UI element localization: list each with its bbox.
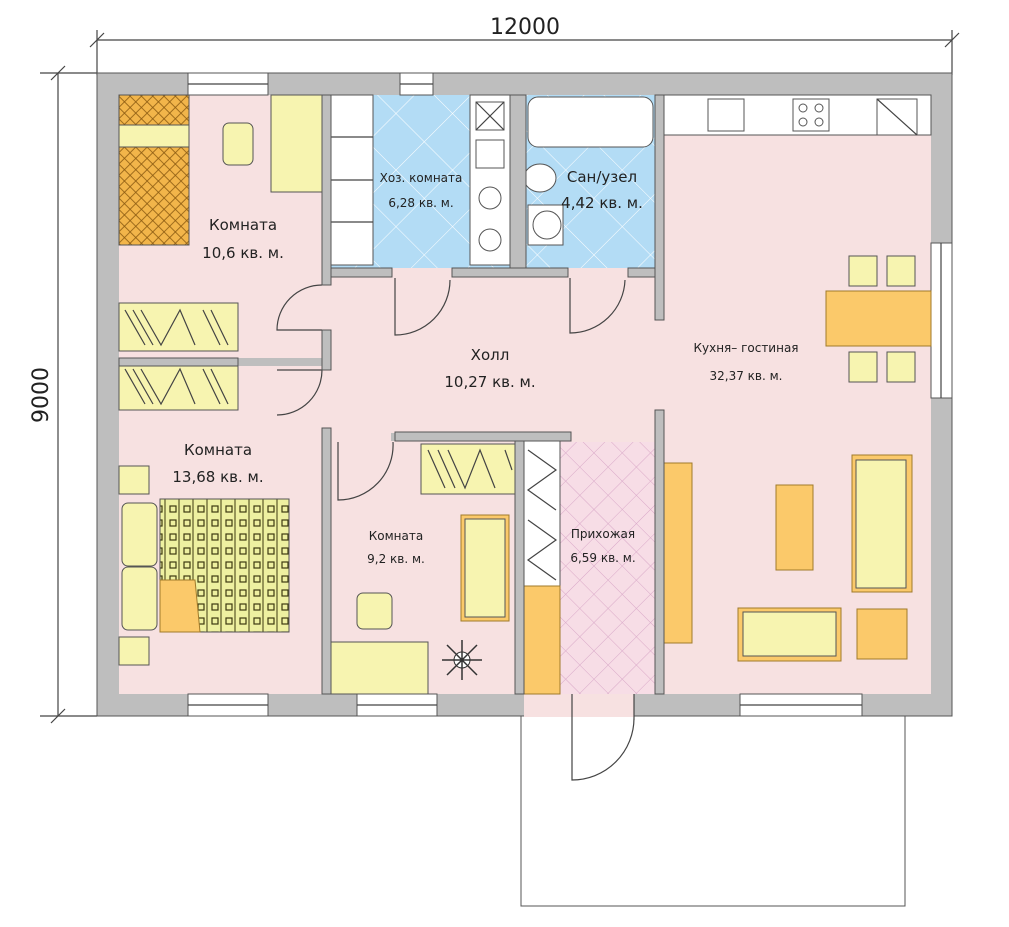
bathroom-name: Сан/узел (567, 168, 637, 186)
kitchen-name: Кухня– гостиная (693, 341, 798, 355)
kitchen-area: 32,37 кв. м. (710, 369, 783, 383)
windows (187, 72, 953, 717)
utility-name: Хоз. комната (380, 171, 463, 185)
coffee-table (775, 484, 814, 571)
nightstand (118, 636, 150, 666)
entry-tiles (560, 441, 655, 694)
bathroom-area: 4,42 кв. м. (561, 194, 643, 212)
chair (886, 351, 916, 383)
room1-name: Комната (209, 216, 277, 234)
dimension-width: 12000 (89, 15, 960, 75)
hall-name: Холл (471, 346, 510, 364)
chair (886, 255, 916, 287)
chair (848, 351, 878, 383)
room2-name: Комната (184, 441, 252, 459)
pillow (121, 566, 158, 631)
room1-area: 10,6 кв. м. (202, 244, 284, 262)
doors (276, 278, 635, 781)
appliances (469, 94, 511, 266)
chair (356, 592, 393, 630)
entry-area: 6,59 кв. м. (570, 551, 635, 565)
porch (520, 715, 906, 907)
hall-floor (331, 277, 655, 433)
plant-icon (442, 640, 482, 680)
toilet (523, 163, 557, 193)
pillow (121, 502, 158, 567)
room2-area: 13,68 кв. м. (172, 468, 263, 486)
nightstand (118, 465, 150, 495)
room3-area: 9,2 кв. м. (367, 552, 425, 566)
bed-single (118, 94, 190, 246)
wardrobe (118, 302, 239, 352)
desk (330, 641, 429, 695)
dimension-width-label: 12000 (490, 15, 560, 40)
hall-area: 10,27 кв. м. (444, 373, 535, 391)
utility-shelves (330, 94, 374, 266)
dining-table (825, 290, 932, 347)
dimension-height-label: 9000 (29, 367, 54, 423)
chair (222, 122, 254, 166)
entry-name: Прихожая (571, 527, 635, 541)
room3-name: Комната (369, 529, 423, 543)
shoe-cabinet (523, 585, 561, 695)
internal-walls (118, 94, 665, 695)
utility-area: 6,28 кв. м. (388, 196, 453, 210)
tv-stand (663, 462, 693, 644)
kitchen-counter (663, 94, 932, 136)
desk (270, 94, 323, 193)
dimension-height: 9000 (29, 65, 97, 724)
chair (848, 255, 878, 287)
bathtub (527, 96, 654, 148)
kitchen-floor (664, 95, 931, 694)
entry-closet (523, 440, 561, 587)
wardrobe (420, 443, 518, 495)
wardrobe (118, 361, 239, 411)
armchair (856, 608, 908, 660)
